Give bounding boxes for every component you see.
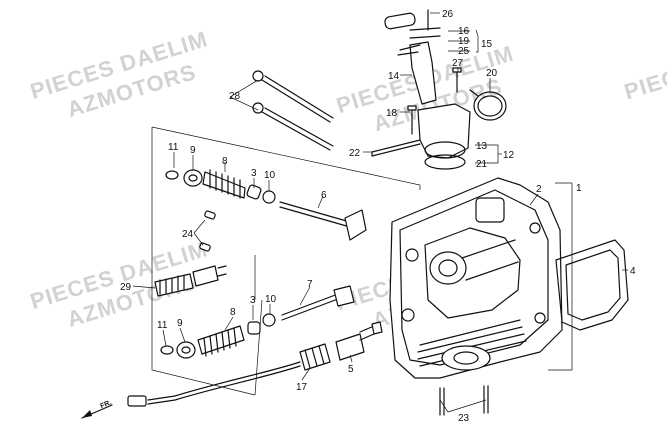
- callout-18: 18: [386, 108, 398, 119]
- callout-12: 12: [503, 150, 515, 161]
- leader-lines: [132, 12, 628, 413]
- callout-2: 2: [536, 184, 542, 195]
- sensor-with-wire: [127, 343, 331, 407]
- callout-7: 7: [307, 279, 313, 290]
- callout-21: 21: [476, 159, 488, 170]
- valve-guides: [199, 210, 216, 252]
- callout-15: 15: [481, 39, 493, 50]
- temperature-sensor: [335, 321, 383, 361]
- cylinder-head: [389, 177, 563, 379]
- direction-label: FR.: [100, 399, 113, 410]
- bolt-22: [371, 139, 421, 157]
- callout-1: 1: [576, 183, 582, 194]
- callout-3: 3: [250, 295, 256, 306]
- callout-24: 24: [182, 229, 194, 240]
- callout-22: 22: [349, 148, 361, 159]
- callout-4: 4: [630, 266, 636, 277]
- callout-5: 5: [348, 364, 354, 375]
- callout-11: 11: [157, 320, 168, 331]
- callout-25: 25: [458, 46, 470, 57]
- callout-8: 8: [222, 156, 228, 167]
- long-bolts: [252, 70, 334, 151]
- callout-8: 8: [230, 307, 236, 318]
- callout-28: 28: [229, 91, 241, 102]
- callout-23: 23: [458, 413, 470, 423]
- callout-27: 27: [452, 58, 464, 69]
- callout-numbers: 1 2 3 3 4 5 6 7 8 8 9 9 10 10 11 11 12 1…: [120, 9, 636, 423]
- callout-9: 9: [177, 318, 183, 329]
- camshaft-end-icon: [429, 251, 467, 285]
- watermark-line1: PIECES: [621, 55, 667, 104]
- head-cover-gasket: [555, 239, 629, 331]
- callout-19: 19: [458, 36, 470, 47]
- callout-11: 11: [168, 142, 179, 153]
- callout-10: 10: [265, 294, 277, 305]
- callout-29: 29: [120, 282, 132, 293]
- callout-20: 20: [486, 68, 498, 79]
- front-direction-arrow: FR.: [81, 399, 113, 419]
- valve-group-frame: [151, 126, 421, 396]
- callout-6: 6: [321, 190, 327, 201]
- studs: [439, 385, 489, 416]
- thermostat-housing: [384, 9, 471, 170]
- callout-14: 14: [388, 71, 400, 82]
- callout-3: 3: [251, 168, 257, 179]
- callout-16: 16: [458, 26, 470, 37]
- callout-26: 26: [442, 9, 454, 20]
- upper-valve-assembly: [165, 169, 367, 241]
- o-ring-icon: [424, 154, 466, 170]
- callout-10: 10: [264, 170, 276, 181]
- spark-plug: [154, 265, 227, 297]
- arrow-head-icon: [82, 410, 92, 418]
- lower-valve-assembly: [160, 285, 355, 359]
- callout-17: 17: [296, 382, 308, 393]
- callout-13: 13: [476, 141, 488, 152]
- callout-9: 9: [190, 145, 196, 156]
